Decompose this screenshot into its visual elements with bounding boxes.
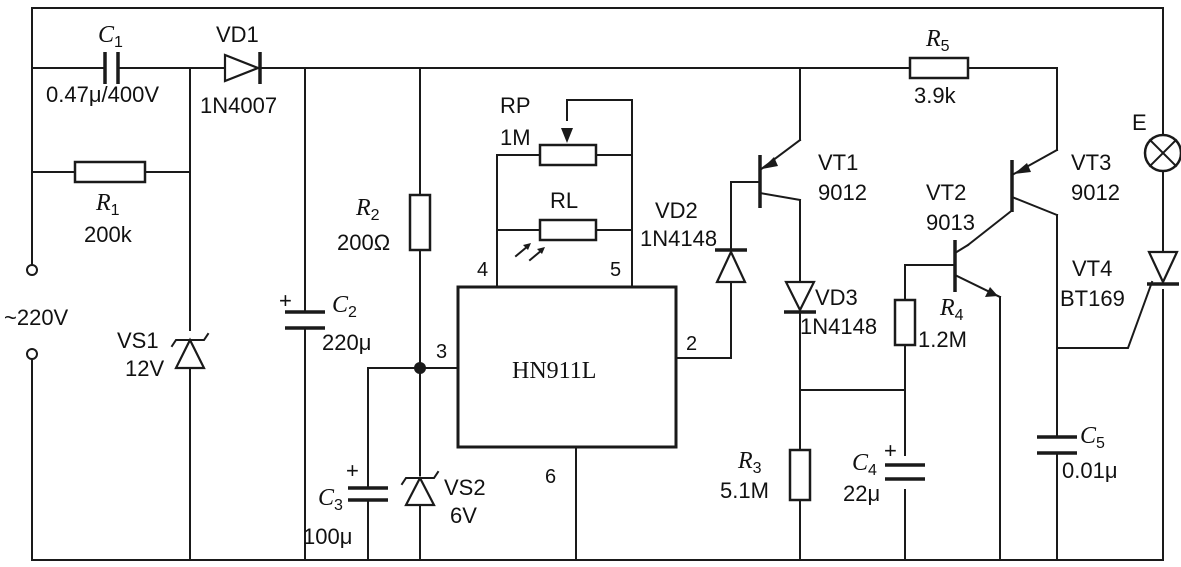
c1-value: 0.47μ/400V — [46, 82, 159, 107]
r3-value: 5.1M — [720, 478, 769, 503]
c2-polarity: + — [279, 288, 292, 313]
rp-wiper-arrow — [561, 128, 573, 143]
vs1-value: 12V — [125, 356, 164, 381]
vt4-value: BT169 — [1060, 286, 1125, 311]
zener-vs2 — [400, 470, 440, 507]
rp-value: 1M — [500, 125, 531, 150]
vd2-value: 1N4148 — [640, 226, 717, 251]
r3-ref: R3 — [737, 448, 762, 477]
lamp-e — [1143, 133, 1181, 173]
ac-terminal-top — [26, 264, 38, 276]
diode-vd1 — [223, 52, 262, 84]
transistor-vt3 — [1010, 148, 1059, 217]
ic-hn911l — [456, 285, 678, 449]
resistor-r1 — [73, 160, 147, 184]
ic-pin-6: 6 — [545, 466, 556, 488]
resistor-r4 — [893, 298, 917, 347]
capacitor-c5 — [1037, 435, 1077, 455]
c3-polarity: + — [346, 458, 359, 483]
c4-value: 22μ — [843, 481, 880, 506]
r1-ref: R1 — [95, 190, 120, 219]
r4-ref: R4 — [939, 295, 964, 324]
rl-ref: RL — [550, 188, 578, 213]
ic-pin-3: 3 — [436, 341, 447, 363]
potentiometer-rp — [538, 143, 598, 167]
transistor-vt1 — [758, 138, 802, 208]
vt1-ref: VT1 — [818, 150, 858, 175]
vt2-ref: VT2 — [926, 180, 966, 205]
r4-value: 1.2M — [918, 327, 967, 352]
r1-value: 200k — [84, 222, 133, 247]
ac-terminal-bottom — [26, 348, 38, 360]
vd2-ref: VD2 — [655, 198, 698, 223]
vt4-ref: VT4 — [1072, 256, 1112, 281]
vs2-ref: VS2 — [444, 475, 486, 500]
capacitor-c4 — [885, 463, 925, 481]
r2-value: 200Ω — [337, 230, 390, 255]
photoresistor-rl — [538, 218, 598, 242]
r5-value: 3.9k — [914, 83, 957, 108]
vt2-value: 9013 — [926, 210, 975, 235]
c2-value: 220μ — [322, 330, 371, 355]
ic-name: HN911L — [512, 358, 596, 384]
wires — [31, 7, 1164, 561]
c1-ref: C1 — [98, 22, 123, 51]
c2-ref: C2 — [332, 292, 357, 321]
thyristor-vt4 — [1147, 250, 1179, 286]
lamp-ref: E — [1132, 110, 1147, 135]
vt3-ref: VT3 — [1071, 150, 1111, 175]
resistor-r3 — [788, 448, 812, 502]
transistor-vt2 — [953, 240, 1002, 299]
resistor-r2 — [408, 193, 432, 252]
capacitor-c2 — [285, 310, 325, 330]
vs1-ref: VS1 — [117, 328, 159, 353]
light-arrows-icon — [514, 243, 545, 262]
vd1-ref: VD1 — [216, 22, 259, 47]
r2-ref: R2 — [355, 195, 380, 224]
junction-dot — [414, 362, 426, 374]
ic-pin-4: 4 — [477, 259, 488, 281]
zener-vs1 — [170, 332, 210, 370]
capacitor-c3 — [348, 486, 388, 502]
vs2-value: 6V — [450, 503, 477, 528]
c4-ref: C4 — [852, 450, 877, 479]
vt3-value: 9012 — [1071, 180, 1120, 205]
diode-vd2 — [715, 248, 747, 284]
source-label: ~220V — [4, 305, 69, 330]
diode-vd3 — [784, 280, 816, 314]
ic-pin-2: 2 — [686, 333, 697, 355]
capacitor-c1 — [103, 52, 120, 84]
c5-value: 0.01μ — [1062, 458, 1118, 483]
vd3-value: 1N4148 — [800, 314, 877, 339]
c3-ref: C3 — [318, 485, 343, 514]
resistor-r5 — [908, 56, 970, 80]
c5-ref: C5 — [1080, 423, 1105, 452]
vd3-ref: VD3 — [815, 285, 858, 310]
rp-ref: RP — [500, 93, 531, 118]
c3-value: 100μ — [303, 524, 352, 549]
ic-pin-5: 5 — [610, 259, 621, 281]
vd1-value: 1N4007 — [200, 93, 277, 118]
vt1-value: 9012 — [818, 180, 867, 205]
r5-ref: R5 — [925, 26, 950, 55]
c4-polarity: + — [884, 438, 897, 463]
